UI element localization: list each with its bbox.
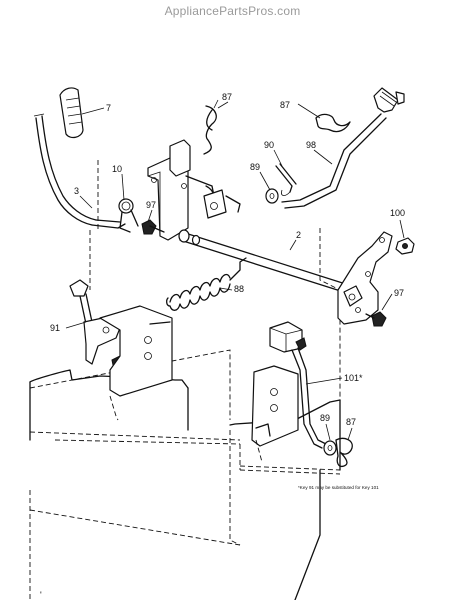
cross-shaft bbox=[178, 229, 353, 295]
lift-bracket bbox=[147, 139, 241, 241]
torsion-spring bbox=[118, 198, 139, 233]
hex-nut bbox=[395, 237, 415, 255]
corner-mark: ' bbox=[40, 590, 42, 600]
callout-91: 91 bbox=[50, 323, 60, 333]
callout-97-right: 97 bbox=[394, 288, 404, 298]
callout-7: 7 bbox=[106, 103, 111, 113]
callout-98: 98 bbox=[306, 140, 316, 150]
lever-grip bbox=[59, 87, 84, 139]
callout-2: 2 bbox=[296, 230, 301, 240]
callout-88: 88 bbox=[234, 284, 244, 294]
callout-90: 90 bbox=[264, 140, 274, 150]
hairpin-clip-lower bbox=[335, 437, 353, 468]
callout-89-upper: 89 bbox=[250, 162, 260, 172]
site-watermark: AppliancePartsPros.com bbox=[164, 4, 301, 18]
callout-labels: 7 87 87 90 98 89 10 97 3 100 2 88 97 91 … bbox=[50, 92, 405, 427]
callout-100: 100 bbox=[390, 208, 405, 218]
substitution-footnote: *Key 91 may be substituted for Key 101 bbox=[298, 485, 379, 490]
deck-housing bbox=[29, 228, 341, 600]
callout-89-lower: 89 bbox=[320, 413, 330, 423]
hairpin-clip-upper bbox=[203, 99, 219, 155]
callout-3: 3 bbox=[74, 186, 79, 196]
callout-97-left: 97 bbox=[146, 200, 156, 210]
lift-link-101 bbox=[251, 321, 327, 463]
flat-washer-lower bbox=[323, 440, 337, 456]
right-lift-arm bbox=[337, 231, 393, 325]
callout-10: 10 bbox=[112, 164, 122, 174]
hex-bolt-right bbox=[365, 311, 387, 327]
callout-87-right: 87 bbox=[280, 100, 290, 110]
assembly-guide-line bbox=[89, 160, 99, 290]
callout-87-upper: 87 bbox=[222, 92, 232, 102]
callout-101: 101* bbox=[344, 373, 363, 383]
flat-washer-upper bbox=[265, 188, 279, 204]
clevis-pin bbox=[275, 163, 297, 196]
hairpin-clip-right bbox=[315, 113, 351, 133]
lift-link-91 bbox=[69, 279, 173, 421]
lift-lever-rod bbox=[33, 113, 126, 229]
callout-leaders bbox=[65, 101, 405, 441]
callout-87-lower: 87 bbox=[346, 417, 356, 427]
link-rod-98 bbox=[281, 87, 405, 209]
